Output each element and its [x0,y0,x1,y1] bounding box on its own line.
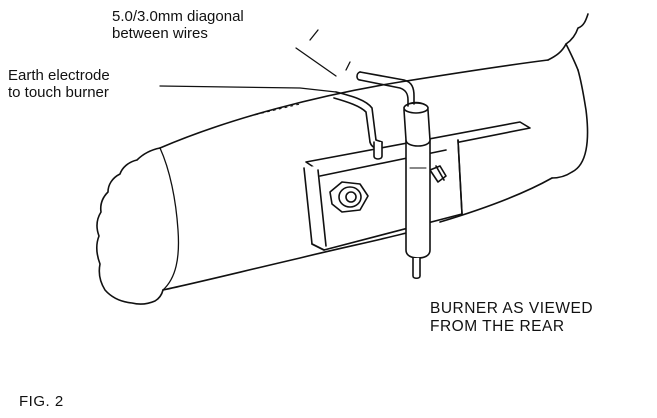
spark-electrode [405,139,431,280]
burner-right-end [547,13,589,61]
figure-number: FIG. 2 [19,393,64,410]
leader-lines [159,29,351,93]
earth-electrode-label: Earth electrode to touch burner [8,67,110,102]
diagonal-gap-line-2: between wires [112,25,208,43]
diagonal-gap-label: 5.0/3.0mm diagonal between wires [112,8,244,43]
earth-leader [159,85,337,93]
electrode-insulator-top [403,101,431,147]
burner-left-end [95,147,164,305]
burner-top-edge [159,59,549,149]
view-caption-line-2: FROM THE REAR [430,317,565,335]
burner-tube [95,13,589,305]
bracket-screw [429,165,447,183]
view-caption-line-1: BURNER AS VIEWED [430,300,594,317]
bracket-nut [329,181,369,213]
earth-electrode-line-2: to touch burner [8,84,109,102]
diagonal-leader [295,47,337,77]
electrode-wires [333,71,415,160]
view-caption: BURNER AS VIEWED FROM THE REAR [430,300,593,336]
burner-bottom-edge [162,231,411,291]
diagonal-gap-line-1: 5.0/3.0mm diagonal [112,8,244,25]
earth-electrode-line-1: Earth electrode [8,67,110,84]
